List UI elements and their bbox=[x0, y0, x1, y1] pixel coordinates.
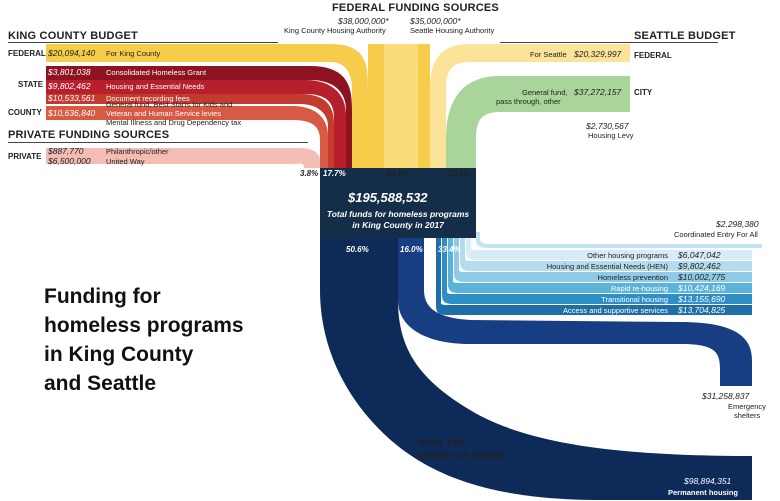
pct-other: 33.4% bbox=[438, 245, 461, 254]
spending-row-label: Transitional housing bbox=[601, 295, 668, 304]
sea-levy-amount: $2,730,567 bbox=[586, 121, 629, 131]
spending-row-amount: $6,047,042 bbox=[678, 250, 721, 260]
county-amount: $10,636,840 bbox=[48, 108, 96, 118]
flow-spending-row bbox=[454, 238, 752, 282]
coordinated-label: Coordinated Entry For All bbox=[674, 230, 758, 239]
permanent-label: Permanent housing bbox=[668, 488, 739, 497]
sea-levy-label: Housing Levy bbox=[588, 131, 634, 140]
flow-kc-federal bbox=[46, 44, 368, 168]
pct-permanent: 50.6% bbox=[346, 245, 369, 254]
coordinated-amount: $2,298,380 bbox=[716, 219, 759, 229]
sea-city-amount: $37,272,157 bbox=[574, 87, 622, 97]
total-line-1: Total funds for homeless programs bbox=[326, 209, 470, 219]
spending-row-amount: $13,155,690 bbox=[678, 294, 726, 304]
flow-state-hen bbox=[46, 80, 346, 168]
pct-federal: 58.0% bbox=[387, 169, 410, 178]
state-1-label: Consolidated Homeless Grant bbox=[106, 68, 207, 77]
flow-county bbox=[46, 106, 328, 168]
state-3-amount: $10,533,561 bbox=[48, 93, 96, 103]
county-label-1: General fund, Best Starts for Kids and bbox=[106, 100, 233, 109]
header-seattle: SEATTLE BUDGET bbox=[634, 30, 736, 42]
spending-row-amount: $10,424,169 bbox=[678, 283, 726, 293]
flow-spending-row bbox=[466, 238, 752, 260]
spending-row-amount: $10,002,775 bbox=[678, 272, 726, 282]
spending-row-label: Rapid re-housing bbox=[610, 284, 668, 293]
state-2-amount: $9,802,462 bbox=[48, 81, 91, 91]
flow-spending-row bbox=[436, 238, 752, 315]
fed-sha-label: Seattle Housing Authority bbox=[410, 26, 495, 35]
pct-county: 17.7% bbox=[323, 169, 346, 178]
county-label-2: Veteran and Human Service levies bbox=[106, 109, 222, 118]
permanent-amount: $98,894,351 bbox=[684, 476, 732, 486]
flow-private bbox=[46, 148, 320, 168]
flow-state-grant bbox=[46, 66, 352, 168]
total-line-2: in King County in 2017 bbox=[352, 220, 444, 230]
pct-emergency: 16.0% bbox=[400, 245, 423, 254]
state-3-label: Document recording fees bbox=[106, 94, 190, 103]
cat-federal-right: FEDERAL bbox=[634, 51, 672, 60]
emergency-label-2: shelters bbox=[734, 411, 761, 420]
private-1-amount: $887,770 bbox=[48, 146, 84, 156]
pct-seattle: 20.5% bbox=[448, 169, 471, 178]
cat-county: COUNTY bbox=[8, 108, 42, 117]
spending-row-label: Other housing programs bbox=[587, 251, 668, 260]
total-box bbox=[320, 168, 476, 238]
title-line-2: homeless programs bbox=[44, 314, 244, 337]
header-king-county: KING COUNTY BUDGET bbox=[8, 30, 138, 42]
flow-seattle-city bbox=[446, 76, 630, 168]
header-private: PRIVATE FUNDING SOURCES bbox=[8, 129, 170, 141]
private-2-amount: $6,500,000 bbox=[48, 156, 91, 166]
kc-federal-label: For King County bbox=[106, 49, 161, 58]
flow-spending-row bbox=[448, 238, 752, 293]
flow-federal-center-light bbox=[384, 44, 418, 168]
cat-state: STATE bbox=[18, 80, 44, 89]
sea-federal-label: For Seattle bbox=[530, 50, 567, 59]
flow-coordinated bbox=[476, 232, 762, 248]
county-label-3: Mental Illness and Drug Dependency tax bbox=[106, 118, 242, 127]
title-line-1: Funding for bbox=[44, 285, 161, 308]
fed-kcha-label: King County Housing Authority bbox=[284, 26, 386, 35]
header-spent-2: MONEY IS SPENT bbox=[418, 451, 506, 462]
divider-seattle bbox=[500, 42, 718, 43]
fed-sha-amount: $35,000,000* bbox=[410, 16, 461, 26]
state-1-amount: $3,801,038 bbox=[48, 67, 91, 77]
title-line-4: and Seattle bbox=[44, 372, 157, 395]
divider-kc bbox=[8, 42, 278, 43]
state-2-label: Housing and Essential Needs bbox=[106, 82, 205, 91]
fed-kcha-amount: $38,000,000* bbox=[338, 16, 389, 26]
sea-city-label-1: General fund, bbox=[522, 88, 568, 97]
spending-row-amount: $13,704,825 bbox=[678, 305, 726, 315]
spending-row-label: Access and supportive services bbox=[562, 306, 668, 315]
cat-federal-left: FEDERAL bbox=[8, 49, 46, 58]
sea-federal-amount: $20,329,997 bbox=[574, 49, 622, 59]
flow-spending-row bbox=[442, 238, 752, 304]
divider-private bbox=[8, 142, 308, 143]
spending-row-label: Homeless prevention bbox=[597, 273, 668, 282]
header-federal-sources: FEDERAL FUNDING SOURCES bbox=[332, 2, 499, 14]
header-spent-1: HOW THE bbox=[418, 438, 467, 449]
total-amount: $195,588,532 bbox=[348, 190, 428, 205]
title-line-3: in King County bbox=[44, 343, 194, 366]
sea-city-label-2: pass through, other bbox=[496, 97, 561, 106]
emergency-label-1: Emergency bbox=[728, 402, 766, 411]
kc-federal-amount: $20,094,140 bbox=[48, 48, 96, 58]
emergency-amount: $31,258,837 bbox=[702, 391, 750, 401]
private-2-label: United Way bbox=[106, 157, 145, 166]
flow-seattle-federal bbox=[430, 44, 630, 168]
pct-private: 3.8% bbox=[300, 169, 319, 178]
cat-private: PRIVATE bbox=[8, 152, 42, 161]
spending-row-label: Housing and Essential Needs (HEN) bbox=[546, 262, 668, 271]
spending-row-amount: $9,802,462 bbox=[678, 261, 721, 271]
private-1-label: Philanthropic/other bbox=[106, 147, 169, 156]
flow-spending-row bbox=[460, 238, 752, 271]
flow-state-fees bbox=[46, 94, 334, 168]
flow-permanent bbox=[320, 238, 752, 500]
cat-city: CITY bbox=[634, 88, 653, 97]
